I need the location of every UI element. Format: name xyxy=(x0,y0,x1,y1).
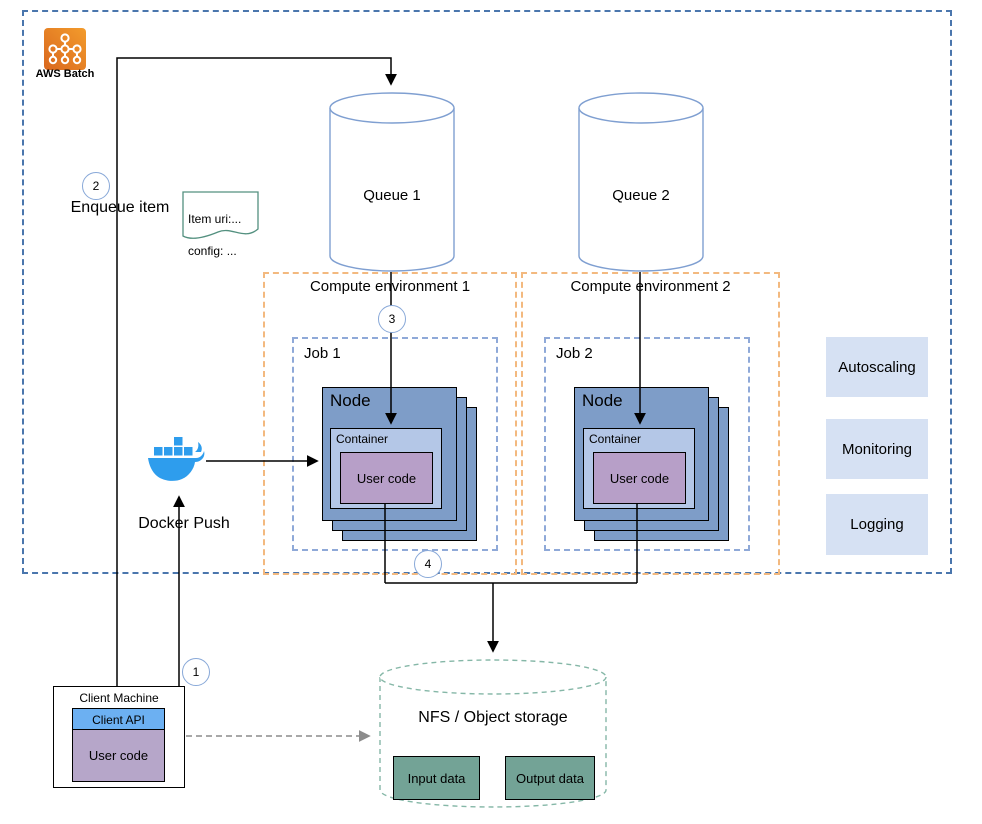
enqueue-item-label: Enqueue item xyxy=(70,198,170,216)
client-machine-box: Client Machine Client API User code xyxy=(53,686,185,788)
queue-1-label: Queue 1 xyxy=(363,186,421,204)
aws-batch-icon-glyph xyxy=(48,33,82,65)
enqueue-note: Item uri:... config: ... xyxy=(182,191,260,258)
compute-environment-2-label: Compute environment 2 xyxy=(570,278,731,295)
step-4-badge: 4 xyxy=(414,550,442,578)
docker-push-label: Docker Push xyxy=(138,514,230,532)
aws-batch-label: AWS Batch xyxy=(35,68,95,80)
job-2-container-label: Container xyxy=(589,432,642,446)
job-2-label: Job 2 xyxy=(556,345,593,362)
job-2-box: Job 2 xyxy=(544,337,750,551)
job-1-user-code: User code xyxy=(340,452,433,504)
client-machine-title: Client Machine xyxy=(79,691,159,705)
docker-icon xyxy=(146,435,206,494)
step-2-badge: 2 xyxy=(82,172,110,200)
job-1-container: Container User code xyxy=(330,428,442,509)
note-line-1: Item uri:... xyxy=(188,212,242,226)
client-user-code-box: User code xyxy=(72,729,165,782)
queue-2-cylinder xyxy=(578,92,704,279)
service-autoscaling: Autoscaling xyxy=(826,337,928,397)
service-monitoring: Monitoring xyxy=(826,419,928,479)
job-2-node-label: Node xyxy=(582,391,623,410)
job-2-node: Node Container User code xyxy=(574,387,709,521)
aws-batch-icon xyxy=(44,28,86,70)
enqueue-note-text: Item uri:... config: ... xyxy=(188,195,258,259)
output-data-box: Output data xyxy=(505,756,595,800)
compute-environment-1-label: Compute environment 1 xyxy=(309,278,471,295)
nfs-title: NFS / Object storage xyxy=(418,709,568,726)
step-1-badge: 1 xyxy=(182,658,210,686)
job-2-container: Container User code xyxy=(583,428,695,509)
client-api-box: Client API xyxy=(72,708,165,731)
job-1-container-label: Container xyxy=(336,432,389,446)
input-data-box: Input data xyxy=(393,756,480,800)
queue-2-label: Queue 2 xyxy=(612,186,670,204)
job-1-node-label: Node xyxy=(330,391,371,410)
job-1-node: Node Container User code xyxy=(322,387,457,521)
compute-environment-2: Compute environment 2 xyxy=(521,272,780,575)
note-line-2: config: ... xyxy=(188,244,237,258)
service-logging: Logging xyxy=(826,494,928,555)
step-3-badge: 3 xyxy=(378,305,406,333)
job-2-user-code: User code xyxy=(593,452,686,504)
job-1-label: Job 1 xyxy=(304,345,341,362)
